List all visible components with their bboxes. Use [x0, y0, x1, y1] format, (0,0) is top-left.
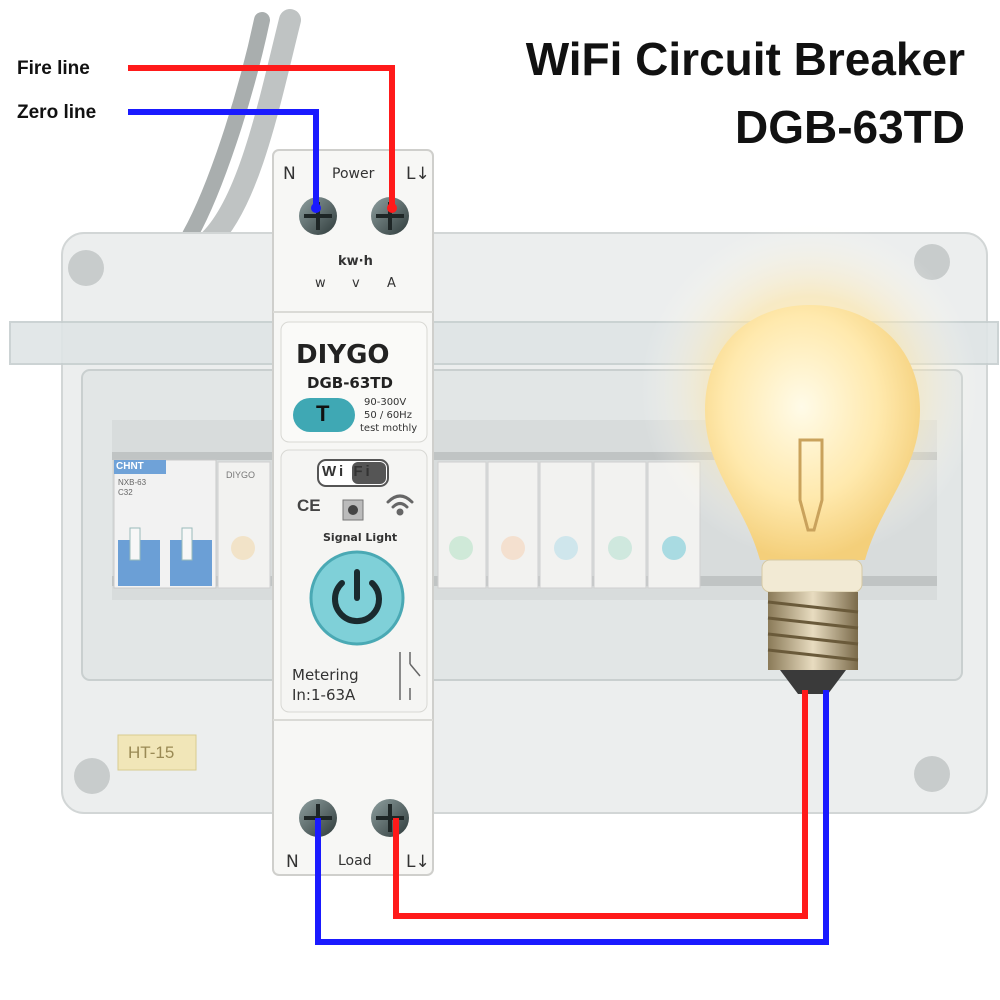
wifi-icon — [386, 494, 414, 516]
breaker-model: NXB-63 — [118, 478, 147, 487]
breaker-brand: CHNT — [116, 461, 144, 472]
zero-line-label: Zero line — [17, 102, 97, 123]
breaker-rating: C32 — [118, 488, 133, 497]
ce-mark: CE — [297, 496, 321, 515]
panel-screw-icon — [914, 756, 950, 792]
title-line-1: WiFi Circuit Breaker — [525, 33, 965, 85]
spec-test-note: test mothly — [360, 423, 418, 434]
kwh-label: kw·h — [338, 254, 373, 269]
switch-symbol-icon — [399, 652, 421, 700]
circuit-breaker-device — [272, 149, 434, 876]
background-cable — [199, 9, 301, 251]
bottom-terminal-n: N — [286, 852, 299, 872]
meter-a-label: A — [387, 276, 396, 291]
signal-light-label: Signal Light — [323, 531, 398, 544]
power-icon — [332, 569, 382, 625]
spec-voltage: 90-300V — [364, 397, 407, 408]
light-bulb — [640, 220, 980, 694]
module-buttons — [231, 536, 686, 560]
meter-w-label: w — [315, 276, 326, 291]
top-terminal-l: L↓ — [406, 164, 430, 184]
zero-line-wire — [128, 109, 829, 945]
load-terminal-label: Load — [338, 853, 372, 869]
chnt-breaker — [113, 459, 217, 589]
panel-label-plate — [117, 734, 197, 771]
test-button — [293, 398, 355, 432]
current-rating-label: In:1-63A — [292, 686, 356, 704]
panel-screw-icon — [68, 250, 104, 286]
module-row — [217, 461, 701, 589]
fire-line-wire — [128, 65, 808, 919]
panel-screw-icon — [74, 758, 110, 794]
model-label: DGB-63TD — [307, 374, 393, 392]
spec-frequency: 50 / 60Hz — [364, 410, 412, 421]
meter-v-label: v — [352, 276, 360, 291]
panel-label: HT-15 — [128, 743, 175, 762]
title-line-2: DGB-63TD — [734, 101, 965, 153]
bottom-terminal-l: L↓ — [406, 852, 430, 872]
brand-logo: DIYGO — [296, 340, 390, 370]
fire-line-label: Fire line — [17, 58, 90, 79]
wifi-badge-label: Wi Fi — [322, 463, 373, 480]
power-terminal-label: Power — [332, 166, 375, 182]
module-brand: DIYGO — [226, 470, 256, 480]
top-terminal-n: N — [283, 164, 296, 184]
test-button-label: T — [316, 401, 330, 426]
metering-label: Metering — [292, 666, 359, 684]
